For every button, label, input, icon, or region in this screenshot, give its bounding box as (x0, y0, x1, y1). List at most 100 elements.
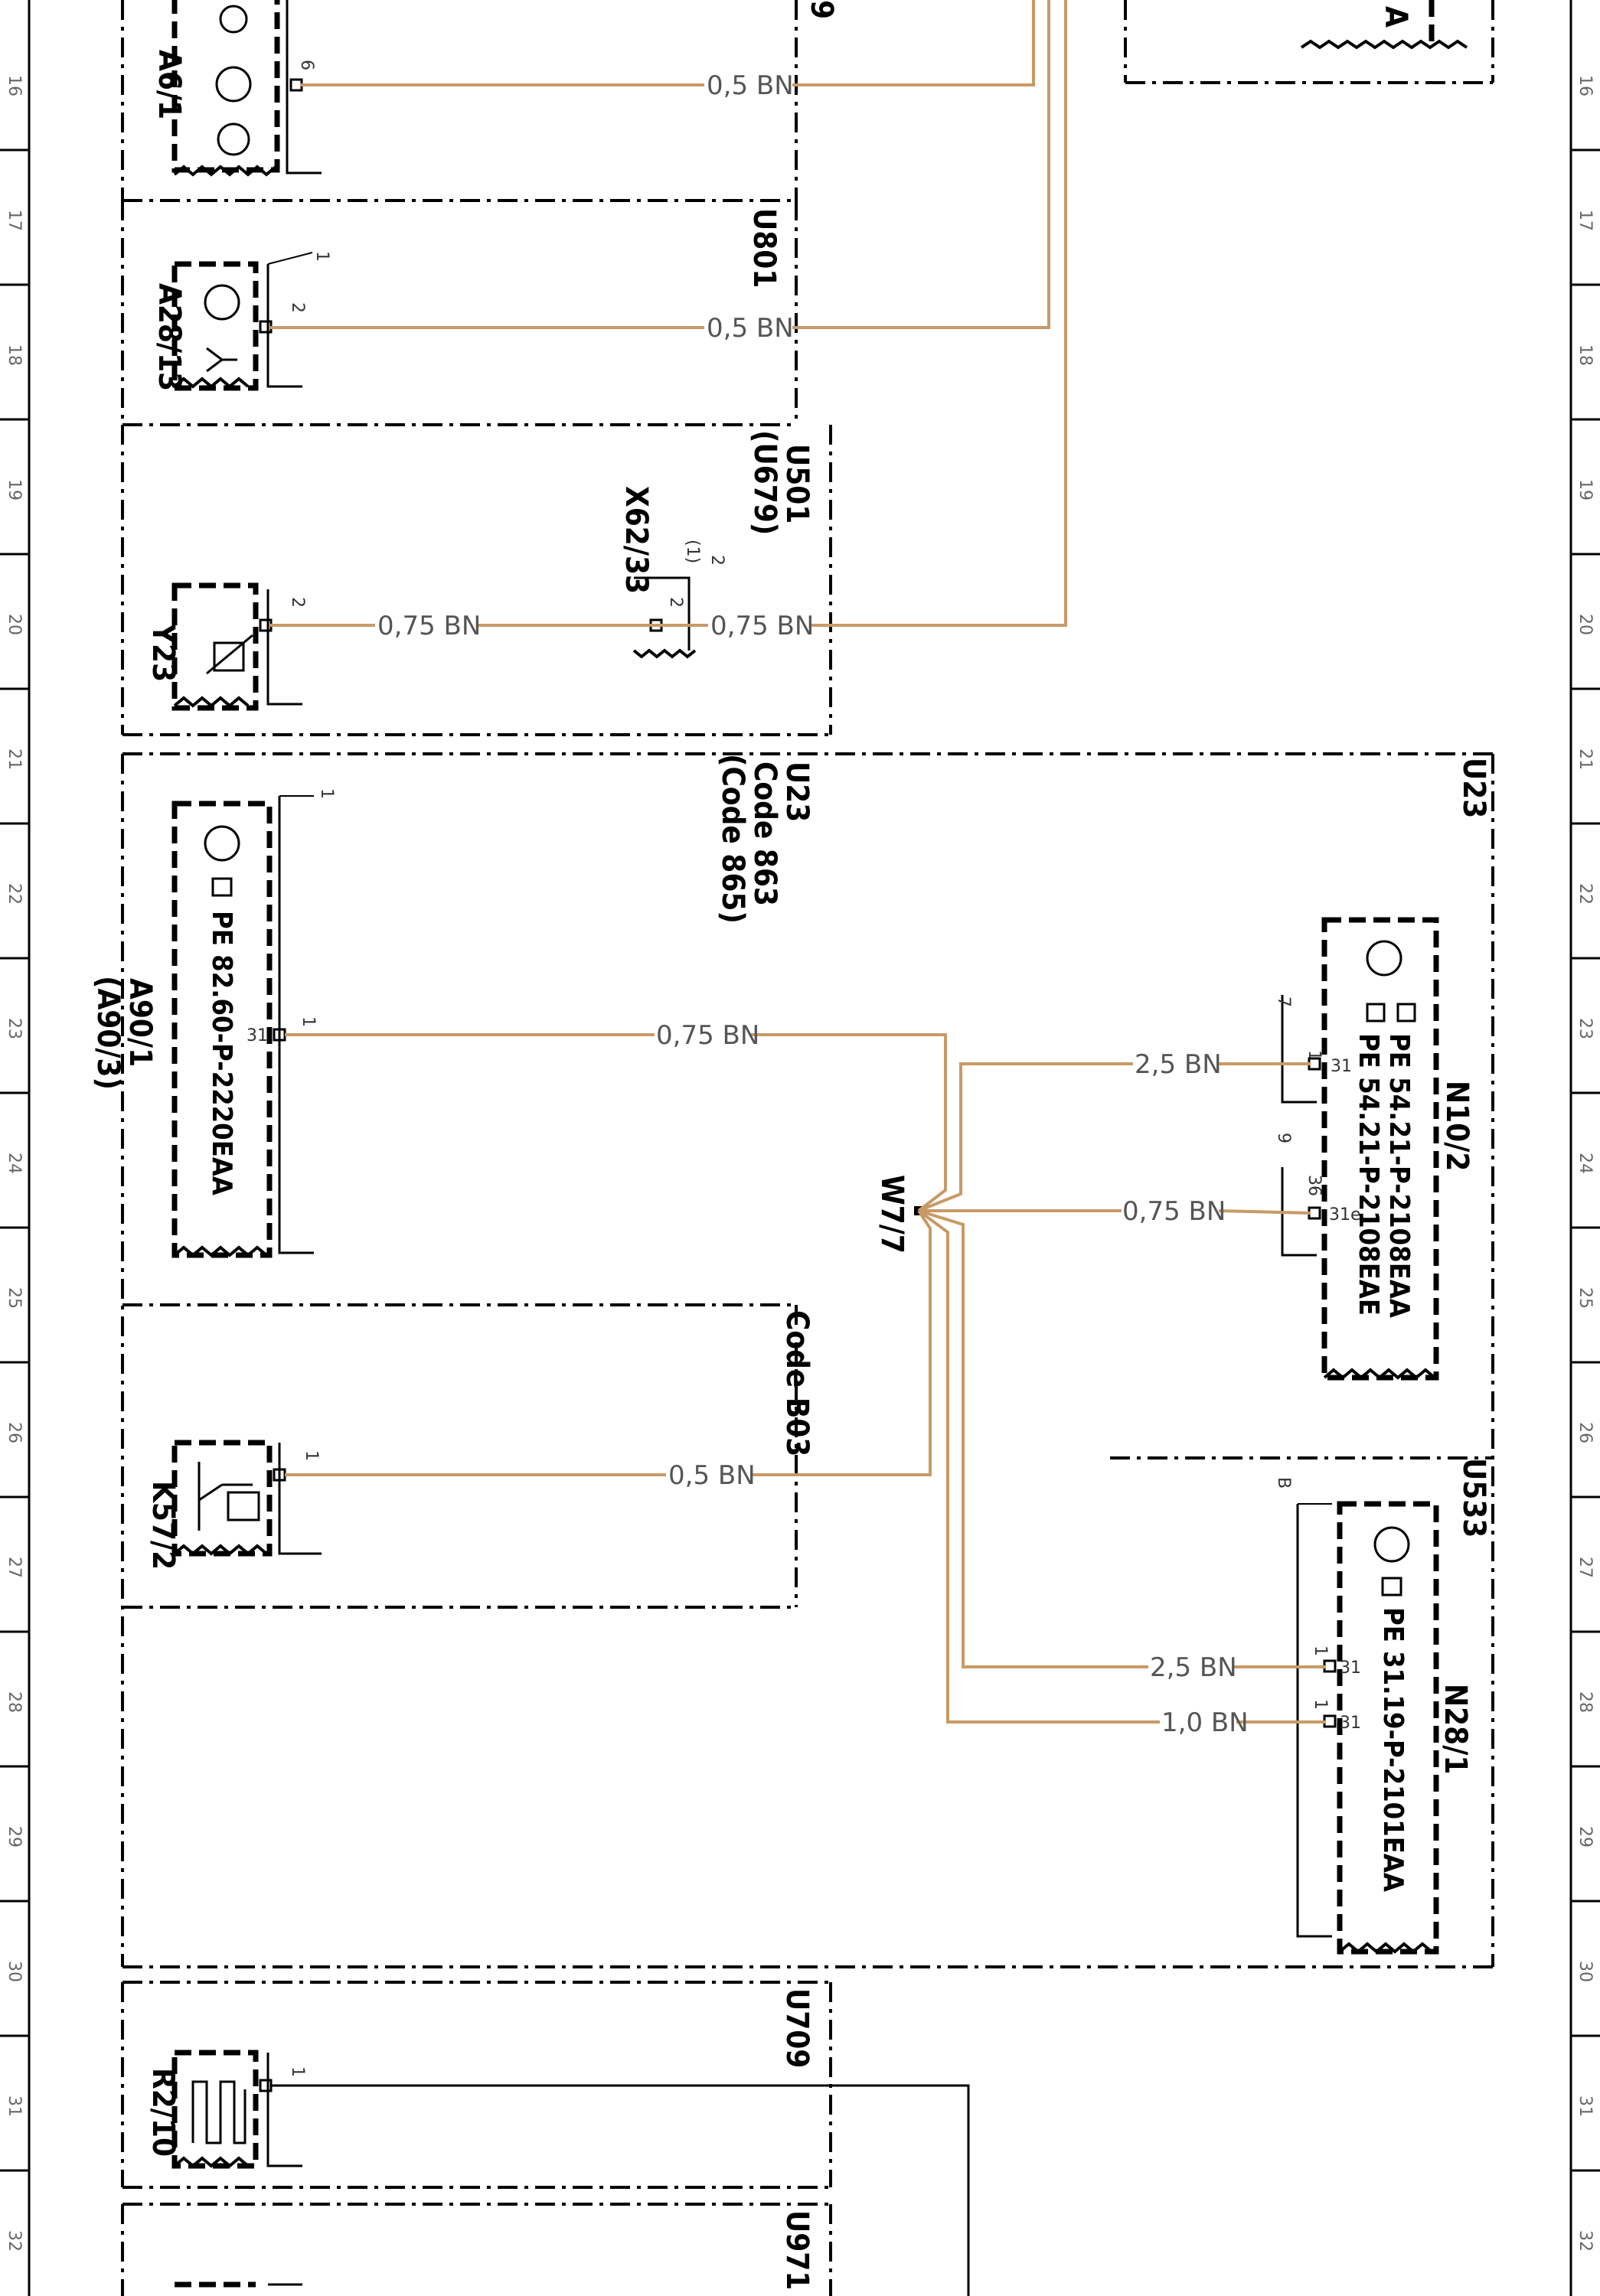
k57-zigzag (173, 1544, 268, 1556)
u23-block: U23 Code 863 (Code 865) U23 Code B03 U53… (121, 752, 1494, 1968)
x62-pin-alt: (1) (683, 540, 702, 563)
grid-row-number: 27 (1576, 1557, 1595, 1578)
a90-3-label: (A90/3) (90, 976, 126, 1090)
top-right-block: A 9 (804, 0, 1494, 84)
relay-coil-icon (227, 1491, 260, 1521)
grid-row-number: 23 (5, 1018, 24, 1039)
n10-2-block: PE 54.21-P-2108EAA PE 54.21-P-2108EAE N1… (1274, 917, 1474, 1381)
y23-connector-bracket (266, 589, 302, 706)
hand-icon (1396, 1003, 1416, 1022)
grid-row-number: 17 (5, 210, 24, 231)
grid-row-number: 21 (1576, 748, 1595, 770)
grid-row-number: 30 (1576, 1961, 1595, 1982)
grid-row-number: 25 (1576, 1287, 1595, 1309)
a90-1-label: A90/1 (122, 978, 158, 1067)
hand-icon (211, 877, 233, 897)
top-right-label: A (1378, 6, 1413, 28)
grid-row-number: 26 (5, 1422, 24, 1443)
a6-connector-bracket (286, 0, 322, 174)
wire-n10b-b (1218, 1209, 1311, 1215)
n28-pin-1b: 1 (1311, 1699, 1330, 1710)
a28-pin-terminal (259, 320, 273, 334)
grid-row-number: 18 (1576, 344, 1595, 366)
antenna-icon (206, 347, 237, 373)
n10-2-label: N10/2 (1439, 1081, 1474, 1171)
grid-row-number: 18 (5, 344, 24, 366)
u709-block: U709 R2/10 1 (121, 1981, 970, 2296)
transistor-icon (219, 5, 248, 34)
n28-31-pin-b: 31 (1340, 1714, 1361, 1733)
a28-pin-top: 1 (312, 251, 331, 262)
heater-element-icon (191, 2080, 247, 2144)
u709-label: U709 (779, 1988, 815, 2068)
u801-block: U801 A28/13 1 2 (121, 201, 798, 426)
x62-zigzag (632, 648, 697, 659)
wire-n10-b-label: 0,75 BN (1122, 1196, 1226, 1227)
u971-block: U971 (121, 2203, 832, 2296)
wire-n28b-a (917, 1209, 1160, 1724)
r2-pin-terminal (259, 2079, 273, 2092)
transistor-icon (204, 825, 240, 862)
solenoid-diagonal (206, 634, 253, 675)
k57-2-label: K57/2 (145, 1481, 181, 1570)
a28-pin: 2 (288, 302, 307, 313)
grid-row-number: 21 (5, 748, 24, 770)
grid-row-number: 24 (1576, 1153, 1595, 1174)
a6-zigzag (173, 165, 277, 177)
u23-right-label: U23 (1456, 758, 1491, 818)
transistor-icon (204, 284, 240, 321)
grid-row-number: 19 (1576, 479, 1595, 501)
wire-y23-left-label: 0,75 BN (377, 611, 481, 641)
u501-label: U501 (779, 444, 815, 523)
u801-label: U801 (746, 208, 782, 288)
transistor-icon (217, 122, 250, 156)
hand-icon (1366, 1003, 1386, 1022)
n28-zigzag (1338, 1942, 1433, 1954)
a6-1-label: A6/1 (152, 50, 187, 119)
n10-pin-terminal-b (1308, 1206, 1321, 1220)
wire-a90-b (750, 1033, 947, 1212)
u971-label: U971 (779, 2210, 815, 2290)
y23-pin-terminal (259, 618, 273, 632)
a28-connector-bracket (266, 264, 302, 388)
n10-pin-9: 9 (1274, 1133, 1293, 1143)
hand-icon (1381, 1577, 1402, 1596)
grid-row-number: 17 (1576, 210, 1595, 231)
a90-31-pin: 31 (247, 1026, 268, 1045)
u23-code-label: Code 863 (747, 762, 782, 906)
wire-a90-label: 0,75 BN (656, 1020, 759, 1051)
grid-row-number: 29 (5, 1826, 24, 1848)
wire-n28a-a (918, 1209, 1148, 1668)
n10-31-pin: 31 (1331, 1057, 1352, 1076)
n10-zigzag (1323, 1368, 1436, 1380)
wire-k57-label: 0,5 BN (668, 1460, 756, 1491)
wire-n28-b-label: 1,0 BN (1161, 1707, 1249, 1738)
u533-label: U533 (1456, 1458, 1491, 1538)
wire-n28-a-label: 2,5 BN (1150, 1652, 1237, 1683)
u501-alt-label: (U679) (747, 430, 782, 535)
grid-row-number: 28 (1576, 1691, 1595, 1713)
y23-pin: 2 (288, 597, 307, 608)
transistor-icon (215, 66, 252, 103)
w7-7-ground: W7/7 (874, 1175, 923, 1254)
n28-pin-terminal-b (1323, 1714, 1337, 1728)
r2-pin: 1 (288, 2066, 307, 2077)
a90-doc-ref: PE 82.60-P-2220EAA (206, 911, 237, 1195)
wire-x62-b (810, 0, 1067, 627)
grid-row-number: 24 (5, 1153, 24, 1174)
wires: 0,5 BN 0,5 BN 0,75 BN 0,75 BN 0,75 BN 2,… (269, 0, 1326, 1738)
n10-bracket-b (1281, 1167, 1317, 1257)
grid-row-number: 22 (5, 883, 24, 905)
a28-13-label: A28/13 (152, 283, 187, 391)
k57-component-box (171, 1440, 273, 1557)
u501-block: U501 (U679) Y23 2 X62/33 2 2 (1) (121, 425, 832, 736)
n10-bracket-a (1281, 995, 1317, 1104)
top-right-zigzag (1300, 39, 1468, 50)
k57-2-block: K57/2 1 (145, 1440, 322, 1570)
wire-a28-right (792, 0, 1050, 329)
grid-row-number: 32 (1576, 2230, 1595, 2252)
a6-1-block: A6/1 6 (121, 0, 798, 202)
r2-component-box (171, 2050, 259, 2169)
